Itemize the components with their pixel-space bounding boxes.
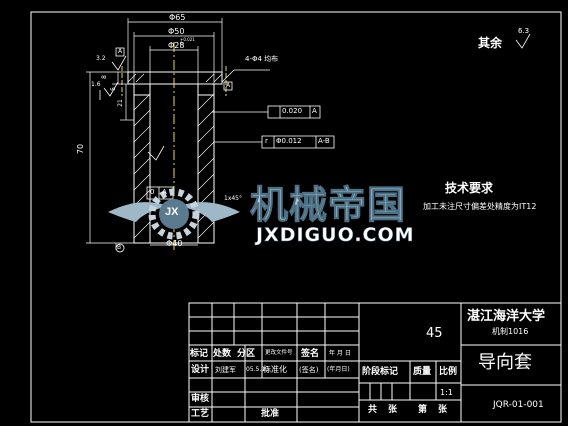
- tb-ratio-label: 比例: [439, 367, 458, 377]
- tb-page: 第: [418, 405, 428, 415]
- tb-part-name: 导向套: [478, 352, 532, 373]
- tb-header-5: 年 月 日: [329, 350, 351, 357]
- runout-value: Φ0.012: [276, 137, 302, 145]
- dimension-lines: [86, 18, 270, 250]
- dim-h8: 8: [100, 75, 108, 79]
- watermark-en: JXDIGUO.COM: [256, 224, 415, 246]
- dim-holes: 4-Φ4 均布: [245, 55, 279, 63]
- roughness-marks: [99, 33, 531, 161]
- tb-sheet: 张: [438, 405, 448, 415]
- other-rough-label: 其余: [478, 36, 503, 50]
- dim-d50: Φ50: [168, 27, 185, 36]
- watermark-logo-icon: [108, 188, 240, 240]
- title-block-grid: [188, 302, 562, 423]
- tb-stage-label: 阶段标记: [362, 367, 399, 377]
- datum-b-label: B: [117, 244, 122, 251]
- watermark-logo-letters: JX: [165, 206, 179, 218]
- dim-d65: Φ65: [169, 13, 186, 22]
- tb-standard-label: 标准化: [263, 365, 287, 374]
- tb-design-date: 05.5.13: [246, 366, 269, 373]
- tb-header-4: 签名: [301, 349, 320, 359]
- tb-check-label: 审核: [191, 394, 210, 404]
- tb-scale: 1:1: [440, 388, 453, 397]
- tech-req-title: 技术要求: [445, 181, 494, 195]
- tb-weight-label: 质量: [413, 367, 432, 377]
- tb-header-0: 标记: [190, 349, 209, 359]
- runout-datum: A-B: [318, 137, 330, 145]
- dim-h5: 5: [109, 87, 117, 91]
- tb-total: 共: [368, 405, 378, 415]
- tb-process-label: 工艺: [191, 409, 210, 419]
- datum-a-label-2: A: [226, 82, 231, 89]
- runout-symbol: r: [265, 137, 268, 145]
- dim-h70: 70: [76, 143, 86, 155]
- parallel-value: 0.020: [282, 107, 303, 115]
- tb-sign: (签名): [299, 366, 319, 374]
- tb-design-label: 设计: [191, 365, 210, 375]
- gdt-frames: [115, 47, 335, 200]
- dim-d40: Φ40: [166, 239, 183, 248]
- rough-16: 1.6: [91, 81, 101, 88]
- other-rough-value: 6.3: [518, 27, 530, 35]
- tech-req-note: 加工未注尺寸偏差处精度为IT12: [423, 202, 537, 211]
- tb-ymd: (年月日): [327, 366, 350, 373]
- dim-d28-tol: +0.021 0: [180, 37, 195, 46]
- tb-sheets: 张: [388, 405, 398, 415]
- tb-material: 45: [426, 326, 443, 341]
- dim-h21: 21: [116, 99, 124, 107]
- dim-d28: Φ28: [168, 41, 185, 50]
- tb-class: 机制1016: [492, 327, 529, 336]
- tb-header-3: 更改文件号: [265, 350, 293, 356]
- tb-drawing-no: JQR-01-001: [493, 400, 544, 410]
- parallel-datum: A: [312, 107, 317, 115]
- perp-datum: A: [162, 188, 167, 196]
- watermark-cn: 机械帝国: [249, 183, 407, 227]
- perp-value: 0: [150, 188, 155, 196]
- tb-designer: 刘建军: [215, 366, 236, 374]
- tb-school: 湛江海洋大学: [467, 309, 546, 324]
- rough-32: 3.2: [96, 55, 106, 62]
- datum-a-label: A: [118, 48, 123, 55]
- tb-approve-label: 批准: [261, 409, 280, 419]
- dim-chamfer: 1x45°: [224, 195, 243, 202]
- tb-header-2: 分区: [237, 349, 256, 359]
- datum-b-circle: [115, 243, 125, 253]
- tb-header-1: 处数: [213, 349, 232, 359]
